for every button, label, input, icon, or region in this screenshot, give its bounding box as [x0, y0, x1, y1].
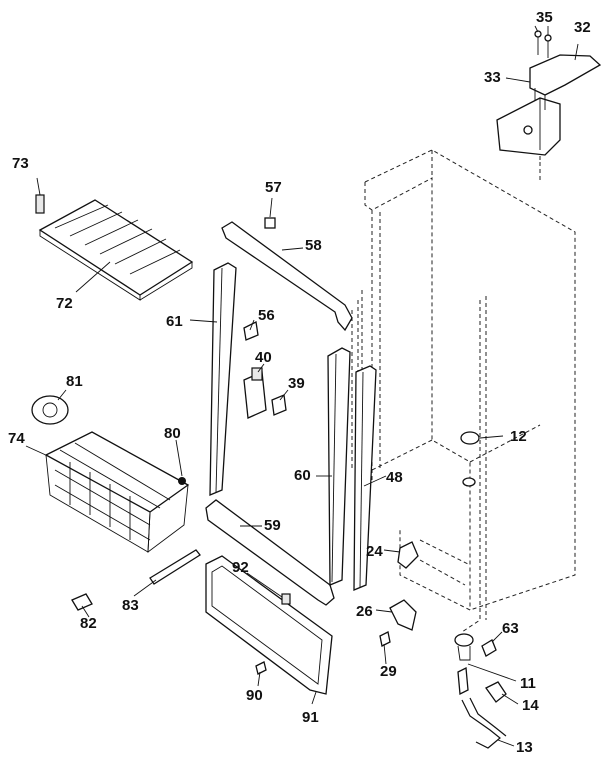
label-73: 73: [12, 155, 29, 172]
shelf-72: [35, 194, 194, 301]
label-48: 48: [386, 469, 403, 486]
door-frame-parts: [205, 217, 377, 606]
label-61: 61: [166, 313, 183, 330]
label-11: 11: [520, 675, 536, 692]
small-parts: [243, 321, 287, 419]
label-39: 39: [288, 375, 305, 392]
basket-74: [31, 395, 190, 553]
hinge-parts-lower: [379, 431, 480, 647]
label-74: 74: [8, 430, 25, 447]
label-40: 40: [255, 349, 272, 366]
rod-83: [71, 549, 201, 611]
label-92: 92: [232, 559, 249, 576]
leader-lines: [25, 25, 579, 747]
label-59: 59: [264, 517, 281, 534]
label-13: 13: [516, 739, 533, 756]
label-80: 80: [164, 425, 181, 442]
label-26: 26: [356, 603, 373, 620]
label-14: 14: [522, 697, 539, 714]
label-83: 83: [122, 597, 139, 614]
label-82: 82: [80, 615, 97, 632]
label-33: 33: [484, 69, 501, 86]
door-panel-91: [205, 555, 333, 695]
label-72: 72: [56, 295, 73, 312]
label-57: 57: [265, 179, 282, 196]
label-29: 29: [380, 663, 397, 680]
label-91: 91: [302, 709, 319, 726]
label-90: 90: [246, 687, 263, 704]
drain-parts: [454, 633, 507, 749]
label-56: 56: [258, 307, 275, 324]
label-81: 81: [66, 373, 83, 390]
label-12: 12: [510, 428, 527, 445]
label-35: 35: [536, 9, 553, 26]
label-32: 32: [574, 19, 591, 36]
label-63: 63: [502, 620, 519, 637]
part-labels: 73 72 57 58 61 56 40 39 81 74 80 60 48 1…: [8, 9, 591, 756]
label-58: 58: [305, 237, 322, 254]
cabinet-outline: [351, 125, 576, 633]
label-24: 24: [366, 543, 383, 560]
top-hinge-assembly: [496, 30, 602, 156]
label-60: 60: [294, 467, 311, 484]
